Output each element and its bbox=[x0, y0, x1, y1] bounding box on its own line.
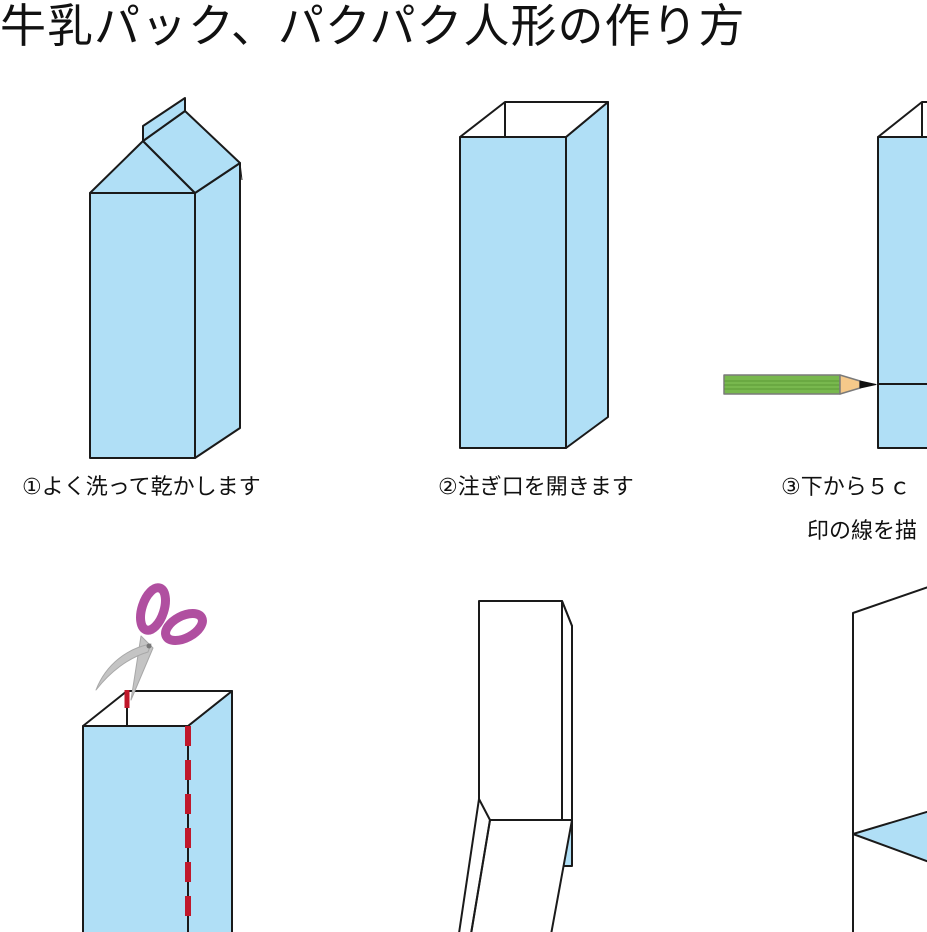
step6-puppet-mouth bbox=[852, 586, 927, 932]
step3-carton-marked bbox=[877, 101, 927, 449]
page-title: 牛乳パック、パクパク人形の作り方 bbox=[0, 0, 746, 53]
step2-caption: ②注ぎ口を開きます bbox=[438, 475, 634, 500]
step1-caption: ①よく洗って乾かします bbox=[22, 475, 261, 500]
step4-carton-cut bbox=[82, 690, 233, 932]
step3-caption-line2: 印の線を描 bbox=[807, 519, 918, 544]
step5-folded-carton bbox=[458, 600, 573, 932]
step3-caption-line1: ③下から５ｃ bbox=[781, 475, 911, 500]
scissors-icon bbox=[95, 583, 207, 701]
step1-milk-carton bbox=[89, 97, 243, 459]
step2-opened-carton bbox=[459, 101, 609, 449]
pencil-icon bbox=[723, 374, 877, 395]
